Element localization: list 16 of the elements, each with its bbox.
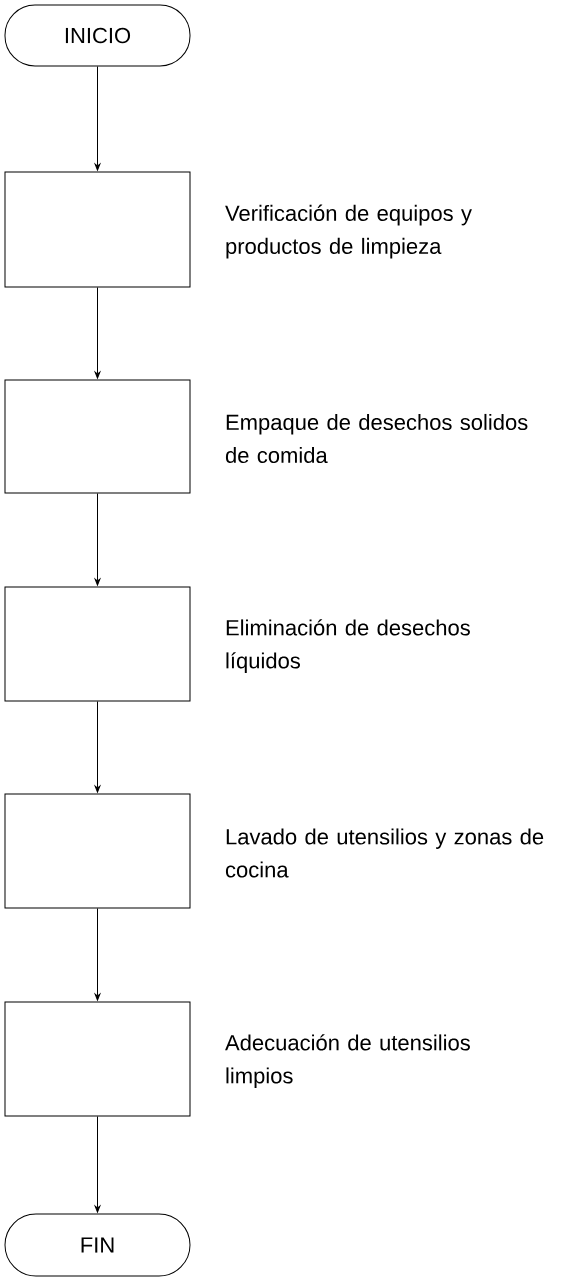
arrow xyxy=(94,1116,101,1213)
process-box xyxy=(4,586,191,702)
arrow xyxy=(94,908,101,1001)
process-box xyxy=(4,1001,191,1117)
process-box xyxy=(4,379,191,494)
process-box xyxy=(4,171,191,288)
arrow xyxy=(94,701,101,793)
step-label: Adecuación de utensilios limpios xyxy=(225,1034,470,1088)
step-label: Empaque de desechos solidos de comida xyxy=(225,413,528,464)
process-box xyxy=(4,793,191,909)
step-label: Eliminación de desechos líquidos xyxy=(226,619,470,673)
arrow xyxy=(94,493,101,586)
step-label: Lavado de utensilios y zonas de cocina xyxy=(225,828,544,878)
arrow xyxy=(94,287,101,379)
arrow xyxy=(94,66,101,171)
step-label: Verificación de equipos y productos de limpieza xyxy=(225,204,472,259)
